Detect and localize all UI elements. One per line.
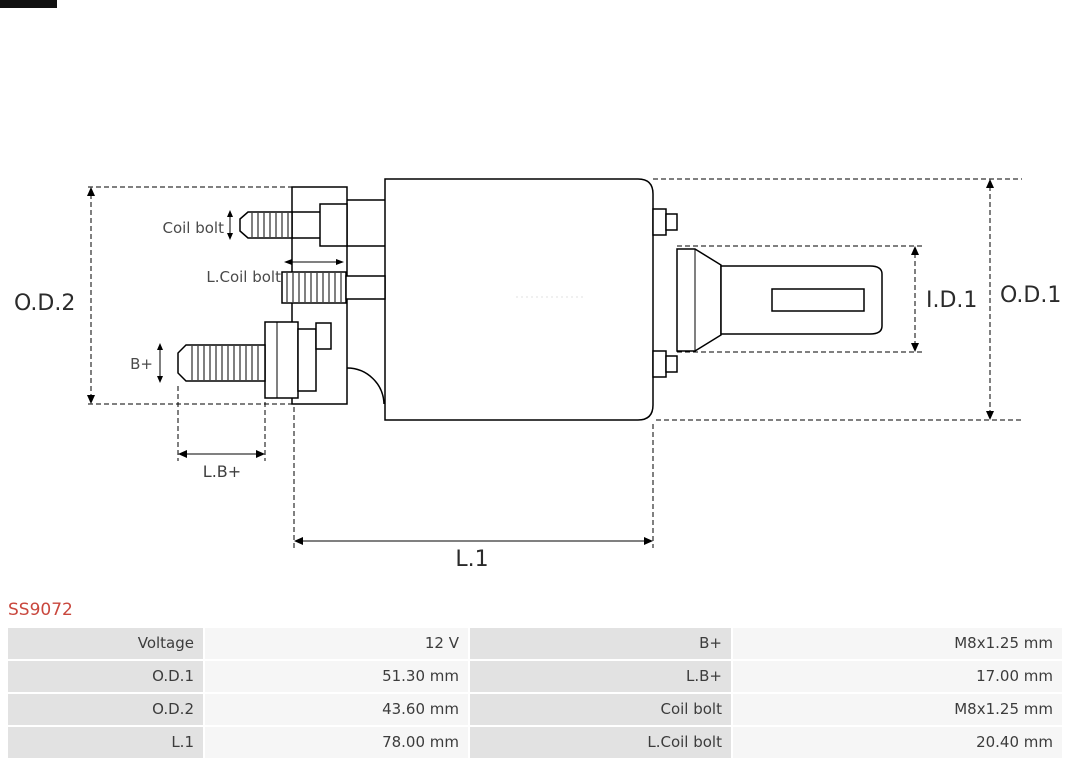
bplus-washer [297,328,317,392]
coil-bolt-bushing [281,271,347,304]
partial-logo-bar [0,0,57,8]
od1-spec-value: 51.30 mm [205,661,468,692]
rear-terminal-bottom [652,350,678,378]
plunger-cone [676,248,722,352]
solenoid-drawing [177,178,883,421]
spec-table: Voltage 12 V B+ M8x1.25 mm O.D.1 51.30 m… [8,628,1080,758]
solenoid-technical-diagram: O.D.2 O.D.1 I.D.1 L.1 L.B+ B+ Coil bolt … [14,178,1061,572]
od2-label: O.D.2 [14,291,75,316]
bplus-spacer [315,322,332,350]
id1-label: I.D.1 [926,288,977,313]
l1-spec-label: L.1 [8,727,203,758]
coil-bolt-spec-value: M8x1.25 mm [733,694,1062,725]
bushing-threads [286,273,342,302]
dimension-labels: O.D.2 O.D.1 I.D.1 L.1 L.B+ B+ Coil bolt … [14,219,1061,572]
od2-spec-label: O.D.2 [8,694,203,725]
l-coil-bolt-spec-value: 20.40 mm [733,727,1062,758]
bushing-sleeve [345,275,386,300]
bplus-label: B+ [130,355,153,373]
coil-bolt-stud [239,211,293,239]
bplus-threads [191,346,259,380]
solenoid-body [384,178,654,421]
rear-terminal-top [652,208,678,236]
l-coil-bolt-label: L.Coil bolt [206,268,281,286]
coil-bolt-threads [251,213,289,237]
lbplus-spec-value: 17.00 mm [733,661,1062,692]
od2-spec-value: 43.60 mm [205,694,468,725]
bplus-nut [264,321,299,399]
od1-label: O.D.1 [1000,283,1061,308]
bplus-spec-label: B+ [470,628,731,659]
part-number-title: SS9072 [8,600,73,620]
dimension-lines [88,178,1022,548]
bplus-spec-value: M8x1.25 mm [733,628,1062,659]
lbplus-label: L.B+ [203,462,241,481]
l1-label: L.1 [455,547,488,572]
od1-spec-label: O.D.1 [8,661,203,692]
plunger-slot [771,288,865,312]
coil-bolt-block [319,203,348,247]
lbplus-spec-label: L.B+ [470,661,731,692]
l1-spec-value: 78.00 mm [205,727,468,758]
voltage-label: Voltage [8,628,203,659]
flange-bottom-curve [346,367,385,405]
dimension-arrows [87,179,994,545]
voltage-value: 12 V [205,628,468,659]
l-coil-bolt-spec-label: L.Coil bolt [470,727,731,758]
coil-bolt-spec-label: Coil bolt [470,694,731,725]
coil-bolt-label: Coil bolt [162,219,224,237]
